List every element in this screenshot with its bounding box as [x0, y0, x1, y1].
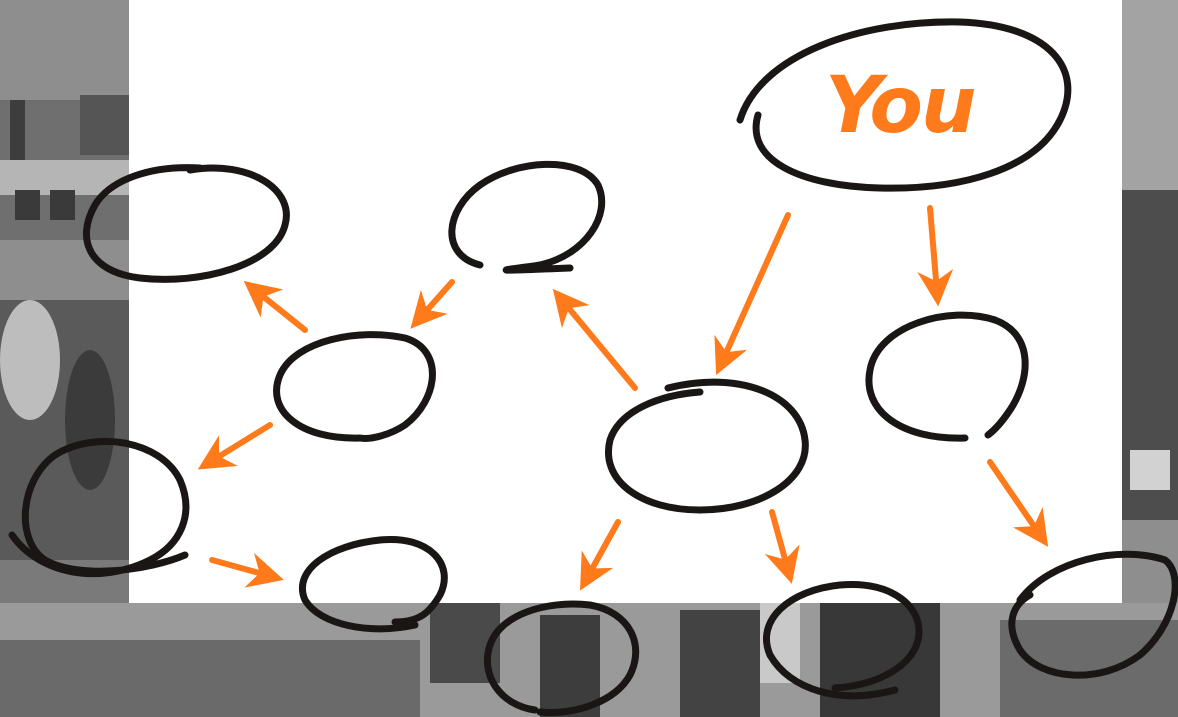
arrow-hub-to-bottom-3	[764, 509, 800, 584]
arrow-you-to-hub	[714, 212, 791, 376]
node-bottom-left	[8, 437, 190, 578]
node-middle-left	[273, 331, 436, 442]
node-bottom-4	[1008, 550, 1178, 679]
arrow-bottom-left-to-bottom-1	[209, 552, 284, 588]
arrow-hub-to-top-middle	[552, 288, 638, 391]
arrow-middle-left-to-top-left	[243, 281, 308, 333]
arrow-hub-to-bottom-2	[580, 519, 621, 591]
node-bottom-1	[299, 535, 448, 633]
node-bottom-2	[483, 600, 640, 716]
arrow-middle-left-to-bottom-left	[197, 422, 273, 470]
node-you	[736, 18, 1072, 192]
you-label: You	[825, 61, 975, 151]
node-right	[865, 311, 1029, 442]
node-center-hub	[605, 378, 809, 514]
arrow-top-middle-to-middle-left	[410, 279, 455, 329]
node-bottom-3	[763, 580, 923, 700]
arrow-right-to-bottom-4	[987, 459, 1049, 547]
arrow-you-to-right	[917, 205, 954, 307]
node-top-middle	[448, 160, 606, 274]
node-top-left	[83, 164, 290, 283]
white-panel	[129, 0, 1122, 603]
